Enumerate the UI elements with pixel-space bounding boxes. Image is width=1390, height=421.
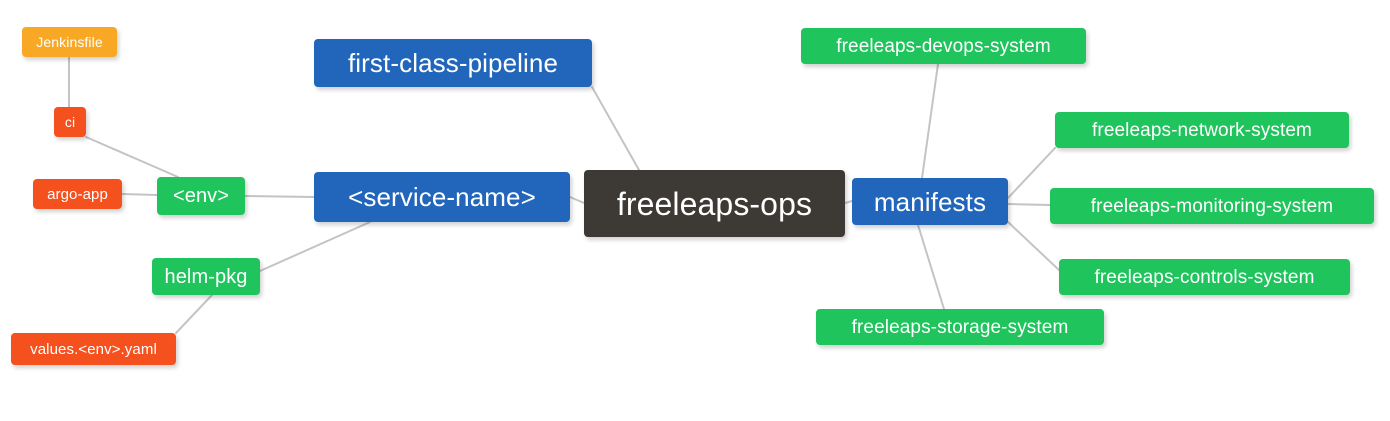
node-values-env-yaml[interactable]: values.<env>.yaml [11,333,176,365]
edge-env-to-argo-app [121,193,158,196]
node-label-jenkinsfile: Jenkinsfile [36,34,103,50]
node-first-class-pipeline[interactable]: first-class-pipeline [314,39,592,87]
node-label-manifests: manifests [873,186,987,217]
node-label-helm-pkg: helm-pkg [164,265,248,288]
edge-manifests-to-freeleaps-storage-system [917,224,945,310]
edge-manifests-to-freeleaps-controls-system [1007,221,1060,271]
node-label-freeleaps-monitoring-system: freeleaps-monitoring-system [1090,195,1334,217]
node-label-freeleaps-network-system: freeleaps-network-system [1092,119,1312,141]
edge-service-name-to-helm-pkg [259,221,371,272]
node-label-freeleaps-ops: freeleaps-ops [616,185,813,222]
node-helm-pkg[interactable]: helm-pkg [152,258,260,295]
node-label-env: <env> [172,185,230,207]
node-label-freeleaps-controls-system: freeleaps-controls-system [1094,266,1315,288]
edge-freeleaps-ops-to-first-class-pipeline [591,86,640,171]
node-label-freeleaps-devops-system: freeleaps-devops-system [836,35,1051,57]
edge-manifests-to-freeleaps-monitoring-system [1007,203,1051,206]
edge-helm-pkg-to-values-env-yaml [175,294,213,334]
node-label-ci: ci [64,114,76,130]
edge-freeleaps-ops-to-manifests [844,200,853,204]
node-freeleaps-controls-system[interactable]: freeleaps-controls-system [1059,259,1350,295]
node-freeleaps-monitoring-system[interactable]: freeleaps-monitoring-system [1050,188,1374,224]
node-freeleaps-devops-system[interactable]: freeleaps-devops-system [801,28,1086,64]
node-service-name[interactable]: <service-name> [314,172,570,222]
node-label-values-env-yaml: values.<env>.yaml [30,340,157,358]
edge-manifests-to-freeleaps-devops-system [921,63,939,179]
node-freeleaps-storage-system[interactable]: freeleaps-storage-system [816,309,1104,345]
node-env[interactable]: <env> [157,177,245,215]
node-label-argo-app: argo-app [47,185,108,203]
node-manifests[interactable]: manifests [852,178,1008,225]
node-jenkinsfile[interactable]: Jenkinsfile [22,27,117,57]
node-freeleaps-network-system[interactable]: freeleaps-network-system [1055,112,1349,148]
node-label-first-class-pipeline: first-class-pipeline [347,48,559,78]
node-label-freeleaps-storage-system: freeleaps-storage-system [851,316,1069,338]
node-freeleaps-ops[interactable]: freeleaps-ops [584,170,845,237]
edge-service-name-to-env [244,195,315,198]
node-ci[interactable]: ci [54,107,86,137]
edge-manifests-to-freeleaps-network-system [1007,147,1056,199]
edge-freeleaps-ops-to-service-name [569,196,585,204]
node-argo-app[interactable]: argo-app [33,179,122,209]
edge-env-to-ci [85,136,179,178]
node-label-service-name: <service-name> [348,182,536,212]
